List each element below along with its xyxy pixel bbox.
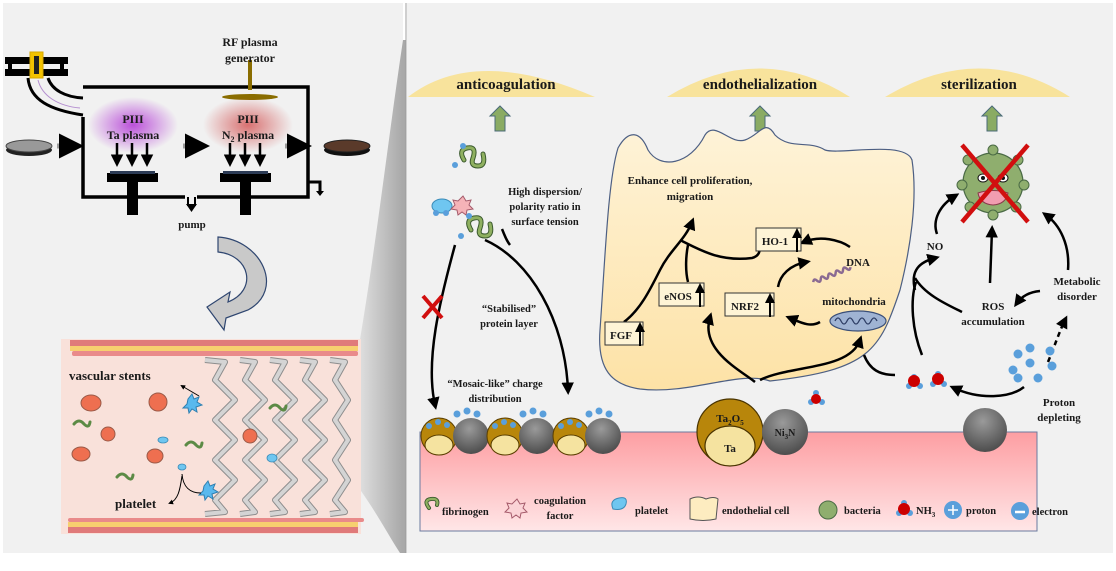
rf-generator-label-2: generator bbox=[225, 51, 276, 65]
legend-coagulation-2: factor bbox=[547, 511, 574, 522]
mitochondria-label: mitochondria bbox=[822, 296, 886, 308]
outcome-endothelialization: endothelialization bbox=[703, 77, 818, 93]
legend-endothelial-cell: endothelial cell bbox=[722, 506, 789, 517]
dna-label: DNA bbox=[846, 257, 870, 269]
outcome-sterilization: sterilization bbox=[941, 77, 1017, 93]
gene-enos: eNOS bbox=[664, 291, 692, 303]
up-arrow-icon bbox=[980, 105, 1004, 132]
up-arrow-icon bbox=[488, 105, 512, 132]
proton-depleting-1: Proton bbox=[1043, 397, 1075, 409]
kill-x-icon bbox=[960, 143, 1030, 224]
vascular-stents-label: vascular stents bbox=[69, 368, 151, 383]
outcome-anticoagulation: anticoagulation bbox=[456, 77, 556, 93]
legend-proton: proton bbox=[966, 506, 996, 517]
mitochondria-icon bbox=[829, 310, 887, 332]
sterilization-arrows bbox=[911, 193, 1070, 398]
legend bbox=[424, 496, 1029, 521]
mosaic-surface bbox=[420, 407, 621, 456]
anticoag-arrows bbox=[427, 228, 574, 410]
vessel-illustration bbox=[61, 339, 364, 534]
nh3-legend-icon bbox=[896, 500, 913, 516]
nh3-molecule-icon bbox=[808, 390, 825, 405]
chamber-1-label-1: PIII bbox=[122, 112, 144, 126]
metabolic-label-1: Metabolic bbox=[1053, 276, 1100, 288]
metabolic-label-2: disorder bbox=[1057, 291, 1097, 303]
coagulation-factor-icon bbox=[503, 498, 529, 519]
gene-fgf: FGF bbox=[610, 330, 632, 342]
proton-depleting-2: depleting bbox=[1037, 412, 1081, 424]
piii-apparatus bbox=[5, 51, 371, 215]
ros-label-1: ROS bbox=[982, 301, 1005, 313]
surface-tension-3: surface tension bbox=[511, 217, 579, 228]
platelet-icon bbox=[611, 497, 627, 510]
transition-arrow-icon bbox=[206, 236, 268, 332]
dna-icon bbox=[812, 266, 852, 284]
blocked-x-icon bbox=[421, 294, 444, 320]
ni3n-particle-right bbox=[963, 408, 1007, 452]
ta-label: Ta bbox=[724, 443, 736, 455]
legend-nh3: NH3 bbox=[916, 506, 936, 519]
legend-bacteria: bacteria bbox=[844, 506, 881, 517]
gene-nrf2: NRF2 bbox=[731, 301, 760, 313]
chamber-2-label-1: PIII bbox=[237, 112, 259, 126]
legend-platelet: platelet bbox=[635, 506, 669, 517]
gene-boxes bbox=[604, 227, 802, 346]
stabilised-2: protein layer bbox=[480, 319, 538, 330]
endothelial-cell-icon bbox=[689, 496, 719, 521]
ta2o5-label: Ta2O5 bbox=[716, 413, 744, 427]
proton-cluster-icon bbox=[1008, 343, 1057, 383]
chamber-1-label-2: Ta plasma bbox=[107, 128, 160, 142]
mosaic-1: “Mosaic-like” charge bbox=[447, 379, 543, 390]
ni3n-label: Ni3N bbox=[775, 428, 797, 441]
enhance-label-1: Enhance cell proliferation, bbox=[628, 175, 753, 187]
rf-generator-label-1: RF plasma bbox=[222, 35, 277, 49]
ros-label-2: accumulation bbox=[961, 316, 1025, 328]
proton-legend-icon bbox=[944, 501, 962, 519]
legend-electron: electron bbox=[1032, 507, 1068, 518]
platelet-label: platelet bbox=[115, 496, 157, 511]
pump-label: pump bbox=[178, 219, 206, 231]
legend-coagulation-1: coagulation bbox=[534, 496, 586, 507]
gene-ho1: HO-1 bbox=[762, 236, 788, 248]
ni3n-particle bbox=[762, 409, 808, 455]
surface-tension-2: polarity ratio in bbox=[509, 202, 580, 213]
outcome-caps bbox=[408, 68, 1070, 97]
stabilised-1: “Stabilised” bbox=[482, 304, 536, 315]
up-arrow-icons bbox=[488, 105, 1004, 132]
legend-fibrinogen: fibrinogen bbox=[442, 507, 489, 518]
no-label: NO bbox=[927, 241, 944, 253]
anticoag-proteins bbox=[431, 143, 494, 239]
nh3-pair-icon bbox=[906, 371, 947, 389]
ta-particle bbox=[696, 398, 764, 467]
chamber-2-label-2: N2 plasma bbox=[222, 128, 274, 144]
enhance-label-2: migration bbox=[667, 191, 713, 203]
mosaic-2: distribution bbox=[468, 394, 521, 405]
surface-tension-1: High dispersion/ bbox=[508, 187, 583, 198]
electron-legend-icon bbox=[1011, 502, 1029, 520]
bacteria-legend-icon bbox=[818, 500, 838, 520]
